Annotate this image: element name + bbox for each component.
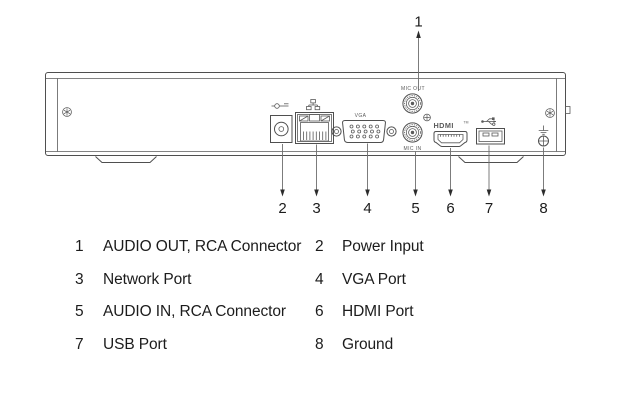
rear-panel-diagram: VGA MIC OUT <box>45 14 571 217</box>
callout-4: 4 <box>363 143 372 217</box>
legend-label: AUDIO OUT, RCA Connector <box>103 238 302 255</box>
hdmi-logo-label: HDMI <box>434 121 454 130</box>
audio-in-label: MIC IN <box>404 146 422 152</box>
legend-label: Power Input <box>342 238 424 255</box>
legend-number: 6 <box>315 303 324 320</box>
callout-number: 1 <box>414 14 422 31</box>
callout-1: 1 <box>414 14 423 91</box>
audio-in-rca: MIC IN <box>402 122 423 152</box>
legend-number: 5 <box>75 303 84 320</box>
legend-label: USB Port <box>103 335 167 353</box>
audio-out-label: MIC OUT <box>401 86 425 92</box>
usb-icon <box>481 117 496 126</box>
legend-label: Ground <box>342 335 394 353</box>
vga-pins <box>349 124 381 139</box>
legend-number: 2 <box>315 238 324 255</box>
usb-port <box>476 117 505 145</box>
right-panel-screw-icon <box>545 108 555 118</box>
callout-number: 5 <box>411 200 419 217</box>
callout-3: 3 <box>312 144 321 217</box>
legend-label: HDMI Port <box>342 303 414 320</box>
callout-number: 4 <box>363 200 371 217</box>
hdmi-port: HDMI TM <box>433 121 469 147</box>
callout-number: 8 <box>539 200 547 217</box>
legend-label: AUDIO IN, RCA Connector <box>103 303 286 320</box>
callout-number: 7 <box>485 200 493 217</box>
rear-panel-svg: VGA MIC OUT <box>45 14 571 217</box>
legend-row: 3 Network Port 4 VGA Port <box>0 271 641 290</box>
legend-row: 7 USB Port 8 Ground <box>0 336 641 355</box>
vga-port: VGA <box>331 113 397 143</box>
ground-icon <box>538 125 549 135</box>
panel-screw-icon <box>423 113 431 122</box>
dc-power-icon <box>271 103 289 109</box>
network-port <box>295 99 334 144</box>
left-foot <box>95 156 157 163</box>
legend-label: Network Port <box>103 270 192 288</box>
ethernet-icon <box>306 99 321 111</box>
legend-number: 4 <box>315 270 324 288</box>
callout-7: 7 <box>485 145 493 217</box>
legend-number: 1 <box>75 238 84 255</box>
left-panel-screw-icon <box>62 107 72 117</box>
legend-number: 7 <box>75 335 84 353</box>
callout-8: 8 <box>539 147 548 217</box>
power-input-port <box>270 103 293 143</box>
legend-row: 5 AUDIO IN, RCA Connector 6 HDMI Port <box>0 303 641 322</box>
side-tab <box>565 106 571 114</box>
callout-number: 3 <box>312 200 320 217</box>
vga-label: VGA <box>355 113 367 119</box>
legend-number: 8 <box>315 335 324 353</box>
callout-6: 6 <box>446 148 455 217</box>
legend-row: 1 AUDIO OUT, RCA Connector 2 Power Input <box>0 238 641 257</box>
callout-2: 2 <box>278 144 287 217</box>
audio-out-rca: MIC OUT <box>401 86 425 114</box>
callout-number: 6 <box>446 200 454 217</box>
legend-label: VGA Port <box>342 270 406 288</box>
callout-number: 2 <box>278 200 286 217</box>
chassis <box>45 72 571 163</box>
callout-5: 5 <box>411 151 420 217</box>
ground-screw <box>538 125 549 147</box>
legend-number: 3 <box>75 270 84 288</box>
right-foot <box>458 156 524 163</box>
hdmi-tm-label: TM <box>464 121 469 125</box>
